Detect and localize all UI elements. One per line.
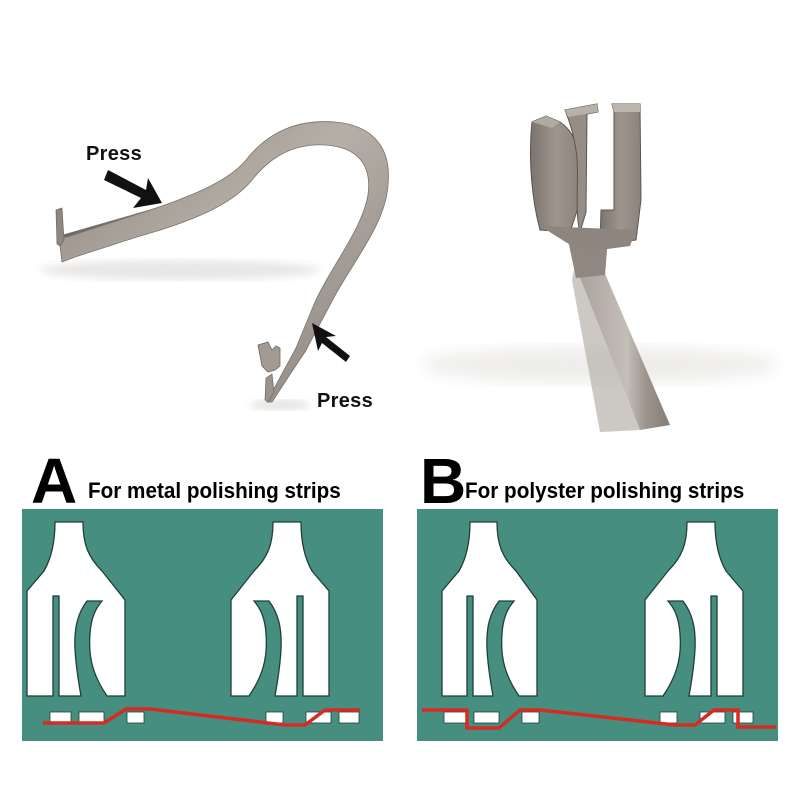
panel-b-diagram [417,509,778,741]
press-label-upper: Press [86,143,142,165]
metal-strip-path [43,707,360,727]
fork-tip-closeup [420,103,780,432]
metal-strip-clamp-diagram [22,509,383,741]
arrow-down-right-icon [100,160,170,210]
panel-a-letter: A [31,445,78,517]
strip-guide-blocks-a [49,711,360,724]
panel-b-letter: B [420,445,467,517]
spring-clip-illustration [40,121,389,410]
fork-right-b [644,521,744,697]
fork-closeup-photo [400,0,800,440]
panel-a-title: For metal polishing strips [88,478,341,503]
clip-photo: Press Press [0,0,400,440]
arrow-up-left-icon [310,320,355,365]
panel-a-diagram [22,509,383,741]
polyester-strip-path [422,708,776,730]
press-arrow-upper [104,170,162,208]
fork-left-b [441,521,538,697]
panel-b-title: For polyster polishing strips [465,478,745,503]
polyester-strip-clamp-diagram [417,509,778,741]
press-label-lower: Press [317,390,373,412]
fork-right-a [230,521,330,697]
fork-left-a [26,521,126,697]
strip-guide-blocks-b [443,711,754,724]
press-arrow-lower [312,323,350,362]
